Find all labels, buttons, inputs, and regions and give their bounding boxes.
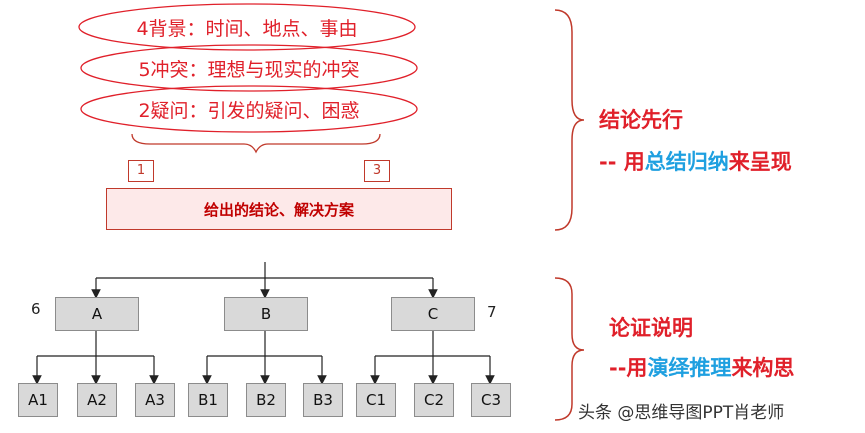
watermark-text: 头条 @思维导图PPT肖老师: [578, 403, 785, 423]
side-number-6: 6: [31, 300, 41, 318]
step-number-3: 3: [364, 160, 390, 182]
side-number-7: 7: [487, 303, 497, 321]
top-subtitle-highlight: 总结归纳: [644, 150, 729, 174]
tree-node-a3: A3: [135, 383, 175, 417]
tree-node-c2: C2: [414, 383, 454, 417]
bottom-section-subtitle: --用演绎推理来构思: [609, 352, 794, 382]
ellipse-background: [78, 3, 416, 51]
top-section-subtitle: -- 用总结归纳来呈现: [599, 146, 792, 176]
tree-node-a2: A2: [77, 383, 117, 417]
ellipse-question: [80, 85, 418, 133]
tree-node-a: A: [55, 297, 139, 331]
bottom-subtitle-suffix: 来构思: [731, 356, 795, 380]
conclusion-box: 给出的结论、解决方案: [106, 188, 452, 230]
top-section-title: 结论先行: [599, 108, 683, 132]
ellipse-group-brace: [131, 133, 381, 154]
step-number-1: 1: [128, 160, 154, 182]
tree-node-c: C: [391, 297, 475, 331]
ellipse-conflict: [80, 44, 418, 92]
tree-node-b1: B1: [188, 383, 228, 417]
ellipse-text-conflict: 5冲突：理想与现实的冲突: [138, 59, 360, 81]
bottom-subtitle-highlight: 演绎推理: [647, 356, 732, 380]
bottom-subtitle-prefix: --用: [609, 356, 648, 380]
bottom-section-title: 论证说明: [609, 316, 693, 340]
tree-node-c3: C3: [471, 383, 511, 417]
ellipse-text-background: 4背景：时间、地点、事由: [136, 18, 358, 40]
tree-node-a1: A1: [18, 383, 58, 417]
tree-node-b: B: [224, 297, 308, 331]
top-section-brace: [554, 9, 585, 231]
tree-node-b2: B2: [246, 383, 286, 417]
tree-node-b3: B3: [303, 383, 343, 417]
tree-node-c1: C1: [356, 383, 396, 417]
bottom-section-brace: [554, 277, 585, 421]
top-subtitle-suffix: 来呈现: [728, 150, 792, 174]
top-subtitle-prefix: -- 用: [599, 150, 645, 174]
ellipse-text-question: 2疑问：引发的疑问、困惑: [138, 100, 360, 122]
